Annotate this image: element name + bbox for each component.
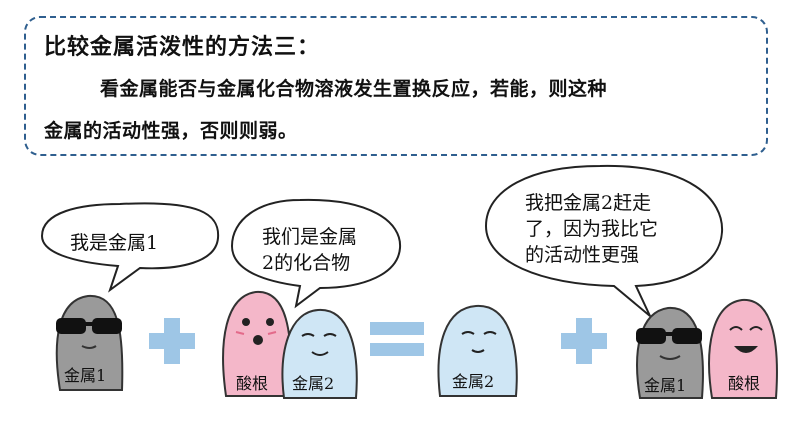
speech-bubble-metal1 [40,202,220,293]
bubble-text-replace-line-1: 我把金属2赶走 [525,192,652,214]
label-metal2-middle: 金属2 [452,372,495,391]
method-description-line-1: 看金属能否与金属化合物溶液发生置换反应，若能，则这种 [100,78,608,100]
method-description-line-2: 金属的活动性强，否则则弱。 [44,120,298,142]
method-title: 比较金属活泼性的方法三： [44,35,321,60]
bubble-text-replace-line-3: 的活动性更强 [525,244,640,266]
bubble-text-compound-line-1: 我们是金属 [262,226,358,248]
equals-icon [370,322,424,356]
metal2-character-middle [437,304,518,397]
label-metal1-right: 金属1 [644,376,687,395]
method-box [24,16,768,156]
label-metal2-left: 金属2 [292,374,335,393]
speech-bubble-replace [484,164,724,317]
bubble-text-replace-line-2: 了，因为我比它 [525,218,659,240]
bubble-text-metal1: 我是金属1 [70,232,159,254]
bubble-text-compound-line-2: 2的化合物 [262,252,351,274]
acid-root-character-left [222,290,292,397]
metal1-character-right [636,306,704,399]
speech-bubble-compound [230,198,402,309]
metal2-character-compound [281,308,358,399]
label-acid-root-left: 酸根 [236,374,269,393]
acid-root-character-right [708,298,778,399]
plus-icon-2 [561,318,607,364]
label-metal1-left: 金属1 [64,366,107,385]
label-acid-root-right: 酸根 [728,374,761,393]
plus-icon [149,318,195,364]
metal1-character-left [55,294,124,391]
